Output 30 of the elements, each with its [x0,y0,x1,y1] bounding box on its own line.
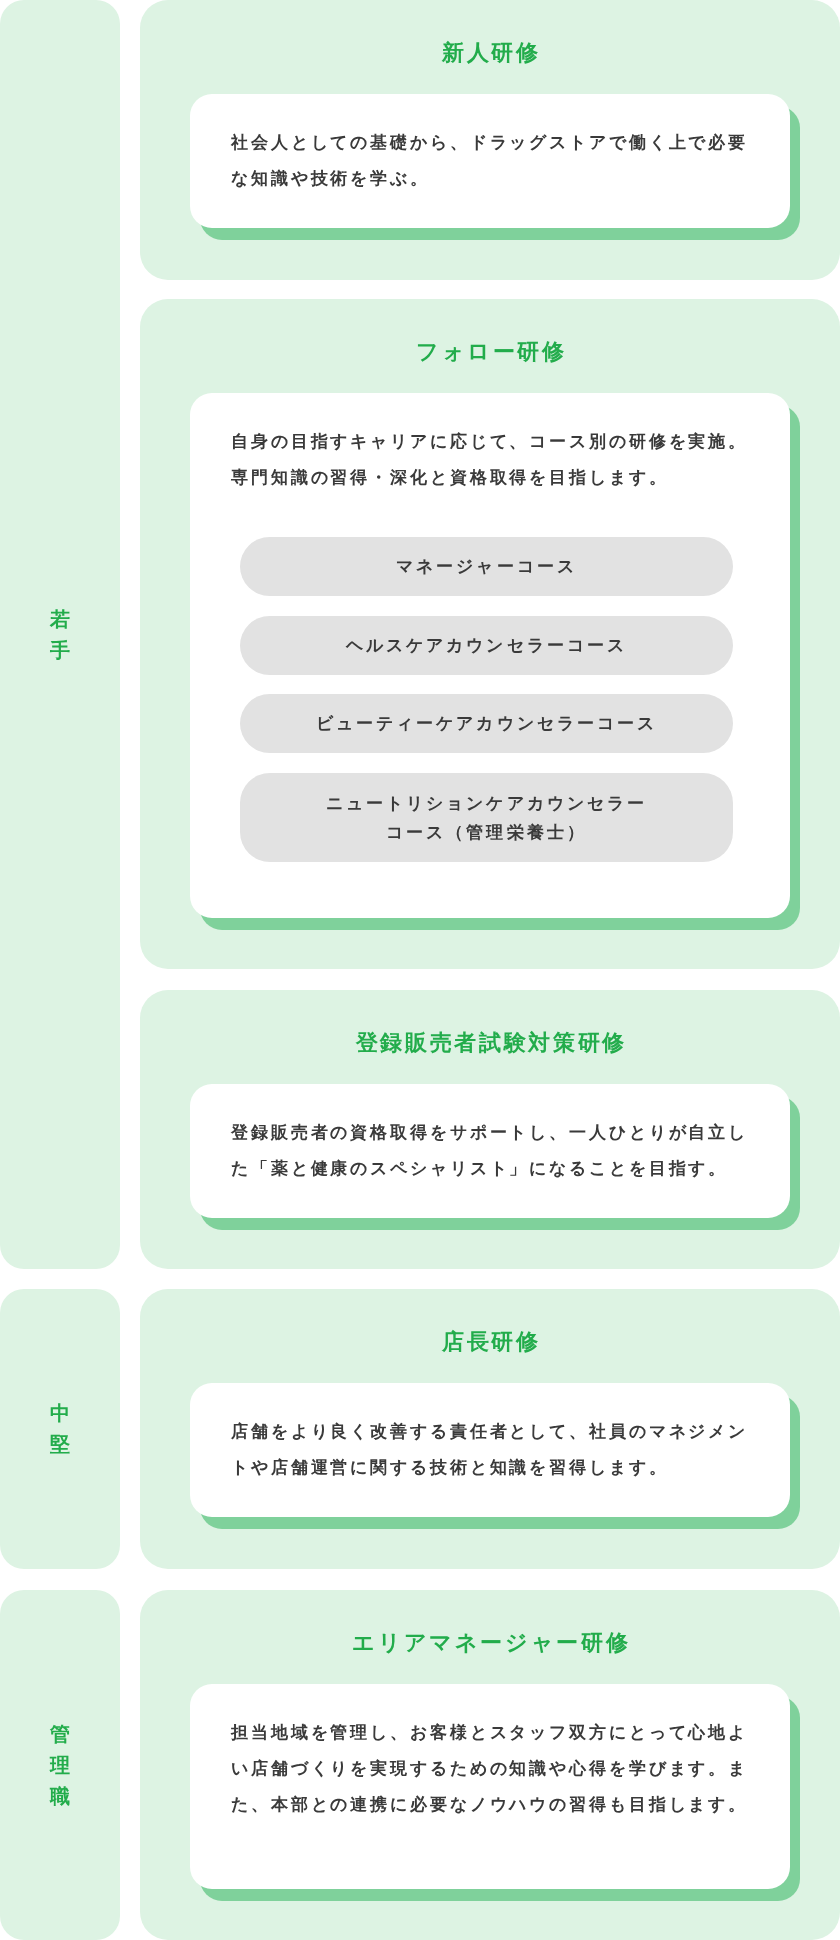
training-panel [140,1590,840,1940]
panel-heading: フォロー研修 [414,338,567,366]
course-pill: マネージャーコース [240,537,733,596]
training-panel [140,0,840,280]
course-pill: ニュートリションケアカウンセラーコース（管理栄養士） [240,773,733,862]
description-text: 自身の目指すキャリアに応じて、コース別の研修を実施。専門知識の習得・深化と資格取得を目指します。 [231,431,750,489]
description-card [190,1084,800,1230]
training-panel [140,990,840,1269]
course-pill: ヘルスケアカウンセラーコース [240,616,733,675]
level-label: 中堅 [50,1401,70,1457]
panel-heading: 新人研修 [441,39,541,67]
course-pill: ビューティーケアカウンセラーコース [240,694,733,753]
description-card [190,1383,800,1529]
panel-heading: エリアマネージャー研修 [351,1629,631,1657]
training-panel [140,299,840,969]
level-band [0,1289,120,1569]
description-card [190,393,800,930]
description-text: 登録販売者の資格取得をサポートし、一人ひとりが自立した「薬と健康のスペシャリスト」になることを目指す。 [231,1122,750,1180]
panel-heading: 登録販売者試験対策研修 [354,1029,627,1057]
level-label: 管理職 [50,1721,70,1809]
description-card [190,1684,800,1901]
panel-heading: 店長研修 [441,1328,541,1356]
description-card [190,94,800,240]
training-panel [140,1289,840,1569]
level-label: 若手 [50,606,70,663]
level-band [0,1590,120,1940]
description-text: 担当地域を管理し、お客様とスタッフ双方にとって心地よい店舗づくりを実現するための知識や心得を学びます。また、本部との連携に必要なノウハウの習得も目指します。 [231,1722,750,1816]
description-text: 社会人としての基礎から、ドラッグストアで働く上で必要な知識や技術を学ぶ。 [231,132,750,190]
level-band [0,0,120,1269]
description-text: 店舗をより良く改善する責任者として、社員のマネジメントや店舗運営に関する技術と知識を習得します。 [231,1421,750,1479]
